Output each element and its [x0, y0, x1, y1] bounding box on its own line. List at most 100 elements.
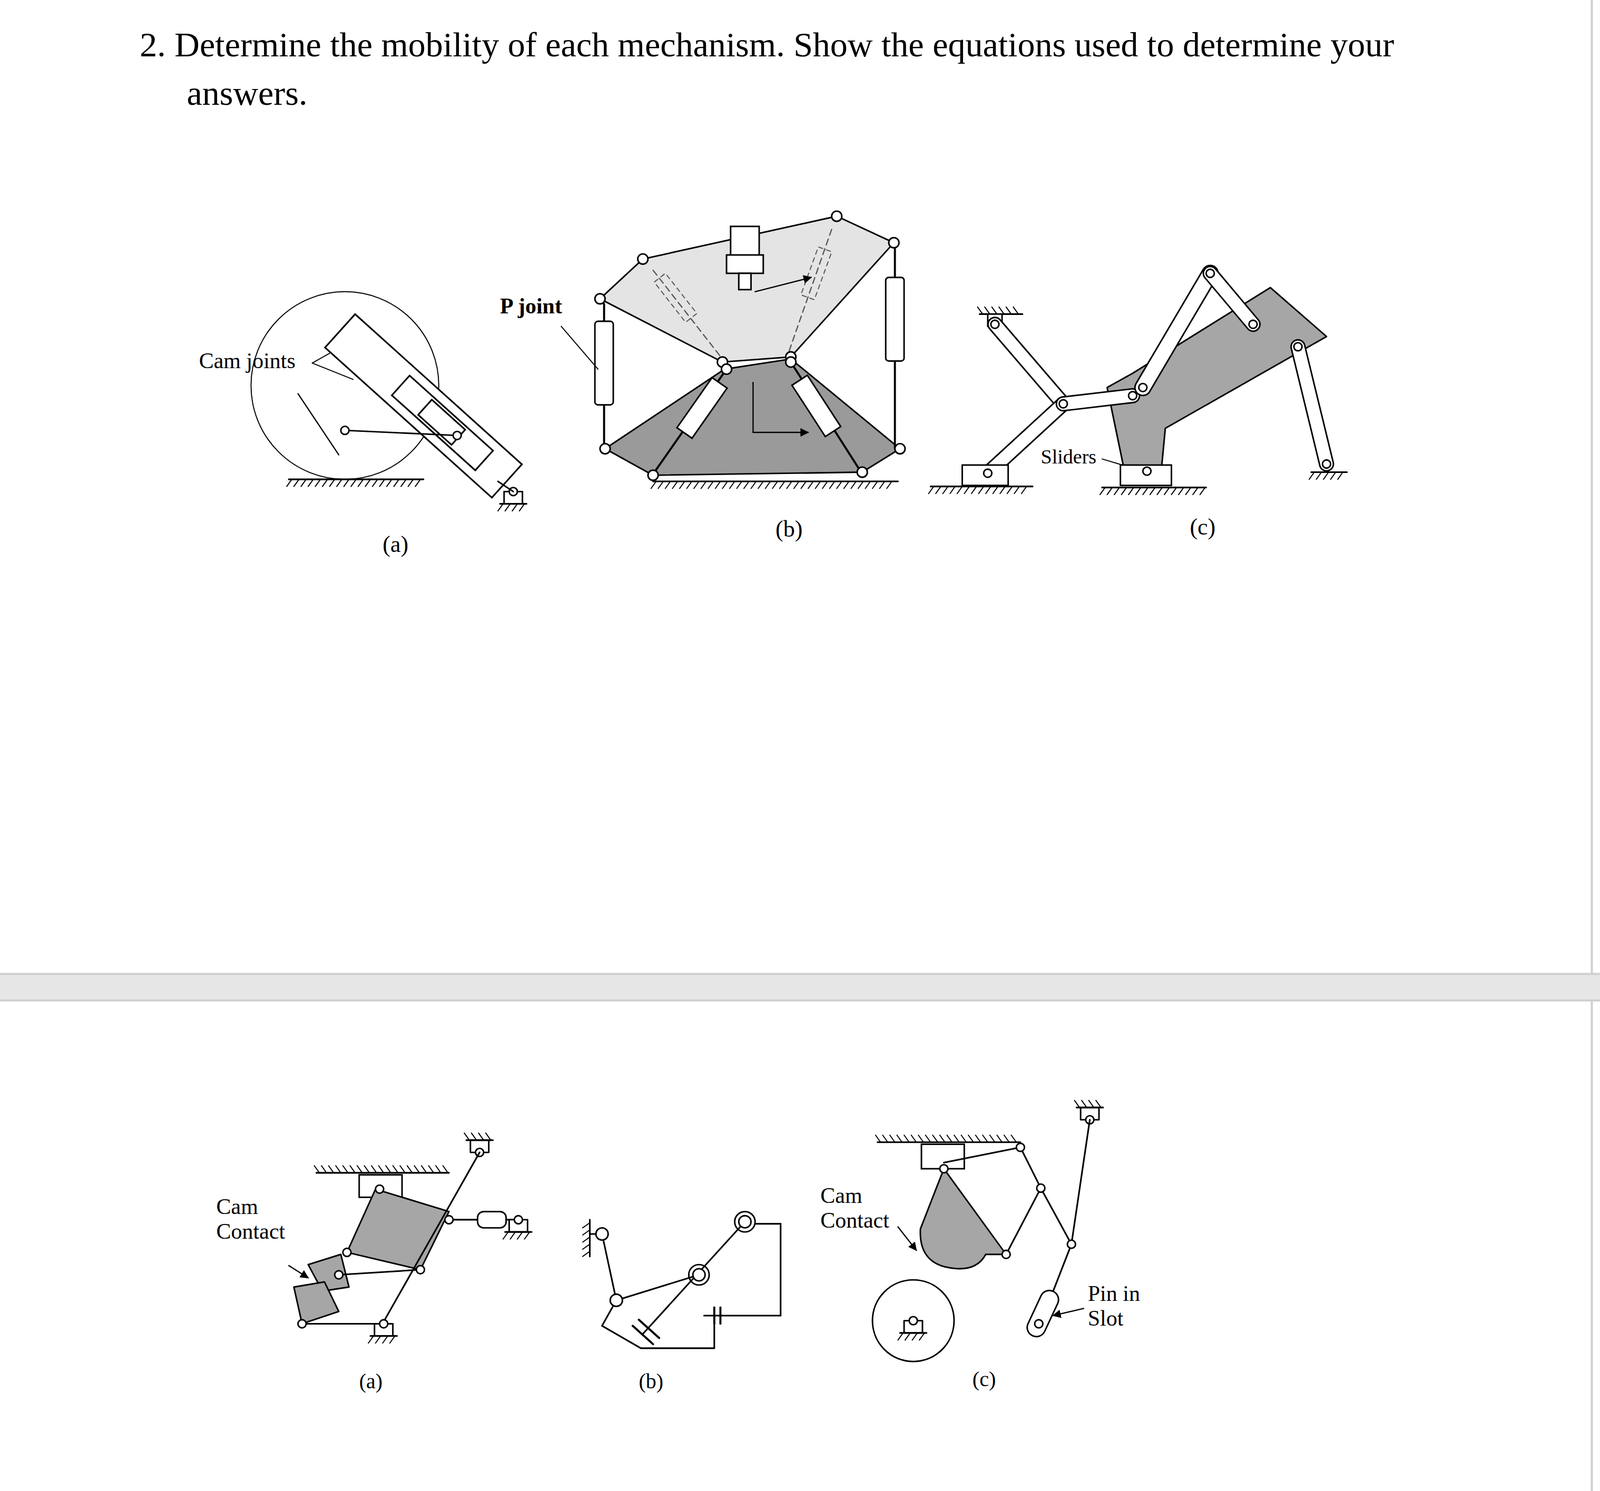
- ground-hatch: [875, 1135, 881, 1143]
- ground-hatch: [992, 307, 998, 315]
- ground-hatch: [1128, 487, 1134, 496]
- ground-hatch: [722, 481, 728, 489]
- ground-hatch: [389, 1336, 396, 1344]
- pin-joint: [595, 1228, 608, 1241]
- cam-piece: [293, 1282, 339, 1324]
- ground-hatch: [954, 1135, 960, 1143]
- gripper-jaw: [730, 226, 760, 258]
- link-line: [338, 1270, 421, 1276]
- ground-hatch: [503, 1232, 509, 1240]
- ground-hatch: [349, 1165, 356, 1174]
- link-bar: [1210, 273, 1253, 325]
- ground-hatch: [996, 1135, 1003, 1143]
- ground-hatch: [822, 481, 828, 489]
- ground-hatch: [1100, 487, 1106, 496]
- ground-hatch: [989, 1135, 996, 1143]
- pin-joint: [692, 1269, 705, 1282]
- ground-hatch: [435, 1165, 441, 1174]
- pin-joint: [983, 469, 992, 478]
- ground-hatch: [371, 1165, 377, 1174]
- axis-arrow: [752, 432, 809, 434]
- ground-hatch: [1200, 487, 1206, 496]
- ground-hatch: [1323, 472, 1329, 480]
- ground-hatch: [928, 486, 935, 495]
- ground-hatch: [715, 481, 721, 489]
- ground-hatch: [1142, 487, 1148, 496]
- panel-border: [1591, 1000, 1594, 1491]
- ground-hatch: [382, 1336, 388, 1344]
- ground-hatch: [977, 307, 984, 315]
- pin-joint: [298, 1320, 307, 1329]
- ground-line: [899, 1332, 927, 1334]
- ground-hatch: [679, 481, 685, 489]
- ground-hatch: [758, 481, 764, 489]
- ground-hatch: [843, 481, 850, 489]
- ground-hatch: [1021, 486, 1027, 495]
- ground-hatch: [978, 486, 984, 495]
- pin-joint: [1128, 391, 1137, 400]
- ground-hatch: [968, 1135, 974, 1143]
- ground-hatch: [308, 479, 314, 487]
- callout-label: P joint: [499, 293, 563, 319]
- ground-hatch: [582, 1251, 591, 1258]
- ground-hatch: [378, 1165, 385, 1174]
- ground-line: [505, 1231, 532, 1234]
- ground-hatch: [1171, 487, 1177, 496]
- pin-joint: [1139, 383, 1147, 392]
- link-line: [1006, 1188, 1042, 1255]
- pin-joint: [831, 211, 842, 222]
- ground-hatch: [365, 479, 371, 487]
- hidden-leg: [787, 229, 832, 356]
- ground-hatch: [865, 481, 871, 489]
- pin-joint: [342, 1248, 351, 1257]
- link-line: [1041, 1188, 1072, 1245]
- ground-hatch: [509, 1232, 516, 1240]
- ground-hatch: [1309, 472, 1315, 480]
- ground-hatch: [912, 1333, 918, 1341]
- callout-label: Sliders: [1041, 445, 1097, 469]
- ground-hatch: [1006, 307, 1012, 315]
- ground-hatch: [943, 486, 949, 495]
- ground-hatch: [658, 481, 664, 489]
- slider-block: [1120, 465, 1172, 486]
- callout-label: Cam Contact: [216, 1194, 307, 1245]
- ground-hatch: [314, 1165, 320, 1174]
- figure-label: (b): [638, 1370, 664, 1395]
- ground-line: [370, 1335, 397, 1338]
- leg-cylinder: [885, 277, 905, 362]
- ground-hatch: [1337, 472, 1343, 480]
- ground-hatch: [779, 481, 785, 489]
- ground-hatch: [385, 1165, 391, 1174]
- pin-joint: [334, 1271, 343, 1280]
- ground-hatch: [505, 504, 511, 512]
- prismatic-guide: [713, 1307, 716, 1324]
- pin-joint: [738, 1215, 751, 1229]
- ground-hatch: [1121, 487, 1127, 496]
- ground-hatch: [905, 1333, 911, 1341]
- pin-joint: [610, 1294, 623, 1307]
- wheel-spoke: [298, 393, 339, 455]
- ground-hatch: [961, 1135, 967, 1143]
- ground-hatch: [372, 479, 378, 487]
- pin-joint: [1036, 1184, 1045, 1193]
- ground-hatch: [1074, 1100, 1081, 1108]
- pin-joint: [637, 253, 649, 264]
- ground-hatch: [957, 486, 963, 495]
- ground-hatch: [850, 481, 857, 489]
- ground-hatch: [315, 479, 321, 487]
- callout-label: Cam Contact: [820, 1183, 910, 1234]
- ground-hatch: [1150, 487, 1156, 496]
- moving-platform: [600, 216, 895, 363]
- ground-hatch: [800, 481, 807, 489]
- ground-hatch: [971, 486, 977, 495]
- ground-hatch: [772, 481, 778, 489]
- panel-border: [1591, 0, 1594, 975]
- ground-hatch: [858, 481, 864, 489]
- cam-body: [920, 1169, 1007, 1270]
- page-separator: [0, 974, 1600, 1001]
- bar-slot: [391, 375, 494, 471]
- gripper-body: [726, 254, 764, 274]
- ground-line: [877, 1141, 1021, 1144]
- ground-hatch: [743, 481, 750, 489]
- figure-label: (c): [1189, 514, 1216, 541]
